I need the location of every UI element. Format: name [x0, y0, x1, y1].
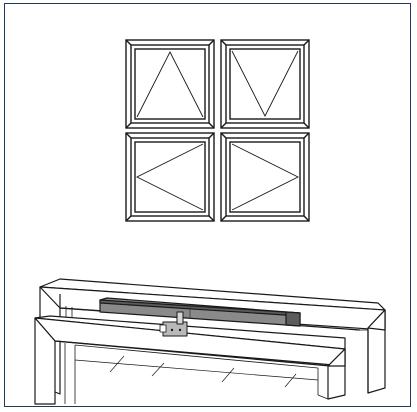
mount-bracket: [159, 311, 188, 337]
window-apex-top: [125, 39, 215, 129]
window-apex-right: [220, 132, 310, 222]
panel-border: [4, 3, 411, 407]
actuator-assembly: [34, 278, 386, 405]
window-apex-left: [125, 132, 215, 222]
glazing: [74, 355, 319, 388]
sash: [34, 315, 346, 405]
actuator-bar: [99, 297, 301, 327]
window-apex-bottom: [220, 39, 310, 129]
